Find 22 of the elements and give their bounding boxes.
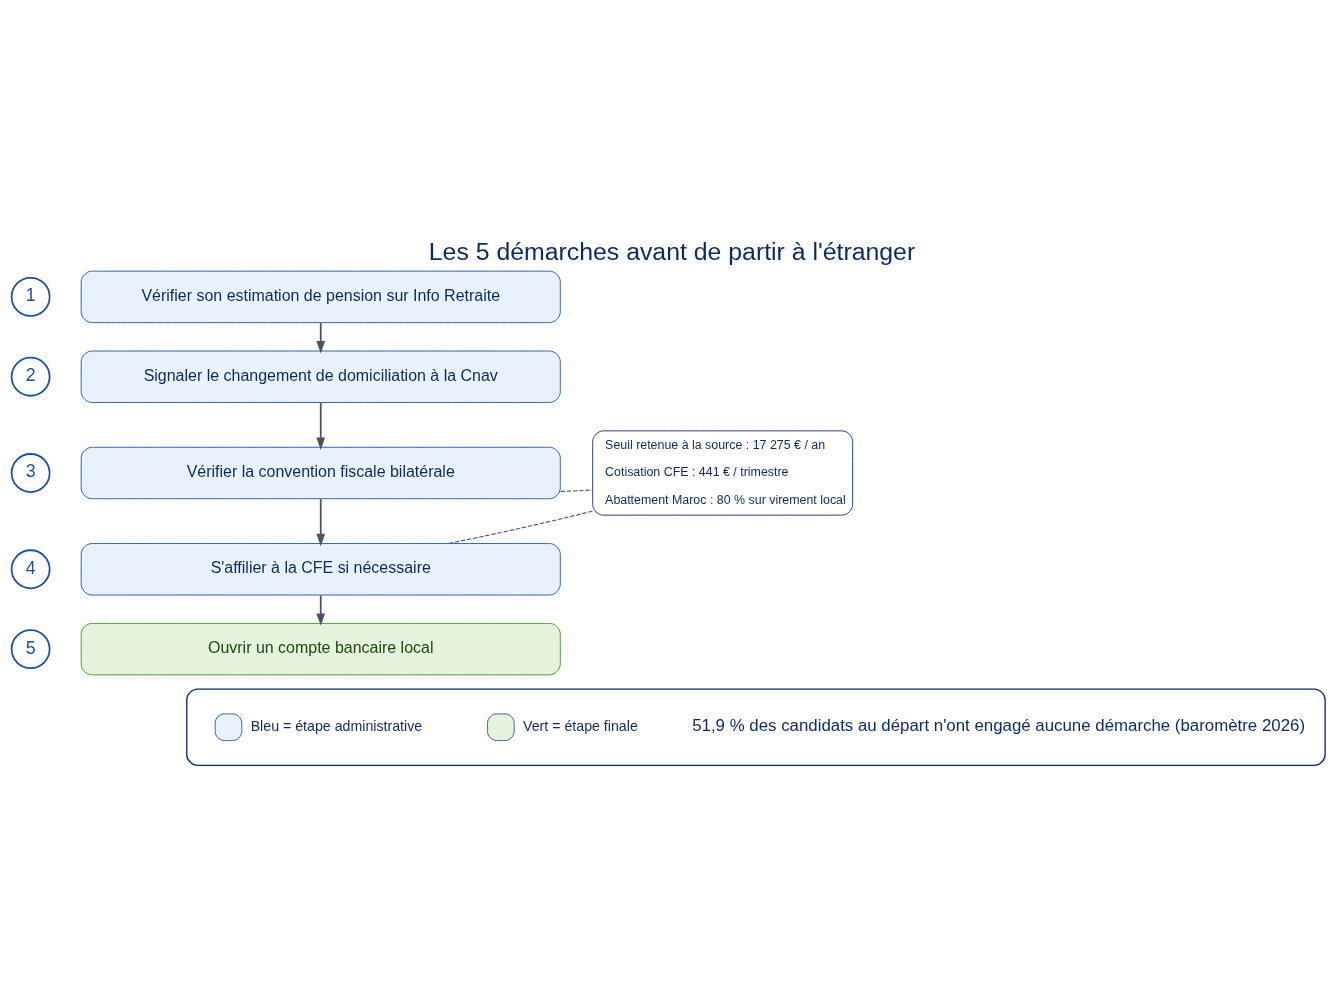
diagram-title: Les 5 démarches avant de partir à l'étranger — [428, 237, 916, 265]
node-box: S'affilier à la CFE si nécessaire — [80, 542, 561, 595]
arrow — [316, 321, 326, 353]
legend-label: Bleu = étape administrative — [250, 717, 423, 734]
arrow — [316, 497, 326, 546]
node-circle: 1 — [10, 276, 51, 317]
arrow — [316, 593, 326, 626]
connector — [448, 510, 594, 544]
legend-label: Vert = étape finale — [523, 717, 638, 734]
node-box: Vérifier son estimation de pension sur Info Retraite — [80, 270, 561, 323]
connector — [560, 488, 594, 492]
arrow — [316, 401, 326, 450]
node-box: Ouvrir un compte bancaire local — [80, 622, 561, 675]
node-circle: 4 — [10, 548, 51, 589]
node-circle: 5 — [10, 628, 51, 669]
node-box: Signaler le changement de domiciliation à la Cnav — [80, 350, 561, 403]
node-circle: 3 — [10, 452, 51, 493]
node-box: Seuil retenue à la source : 17 275 € / an Cotisation CFE : 441 € / trimestre Abattement Maroc : 80 % sur virement local — [592, 429, 854, 516]
node-circle: 2 — [10, 356, 51, 397]
node-box — [186, 687, 1326, 766]
node-box: Vérifier la convention fiscale bilatérale — [80, 446, 561, 499]
label: 51,9 % des candidats au départ n'ont engagé aucune démarche (baromètre 2026) — [692, 715, 1306, 735]
